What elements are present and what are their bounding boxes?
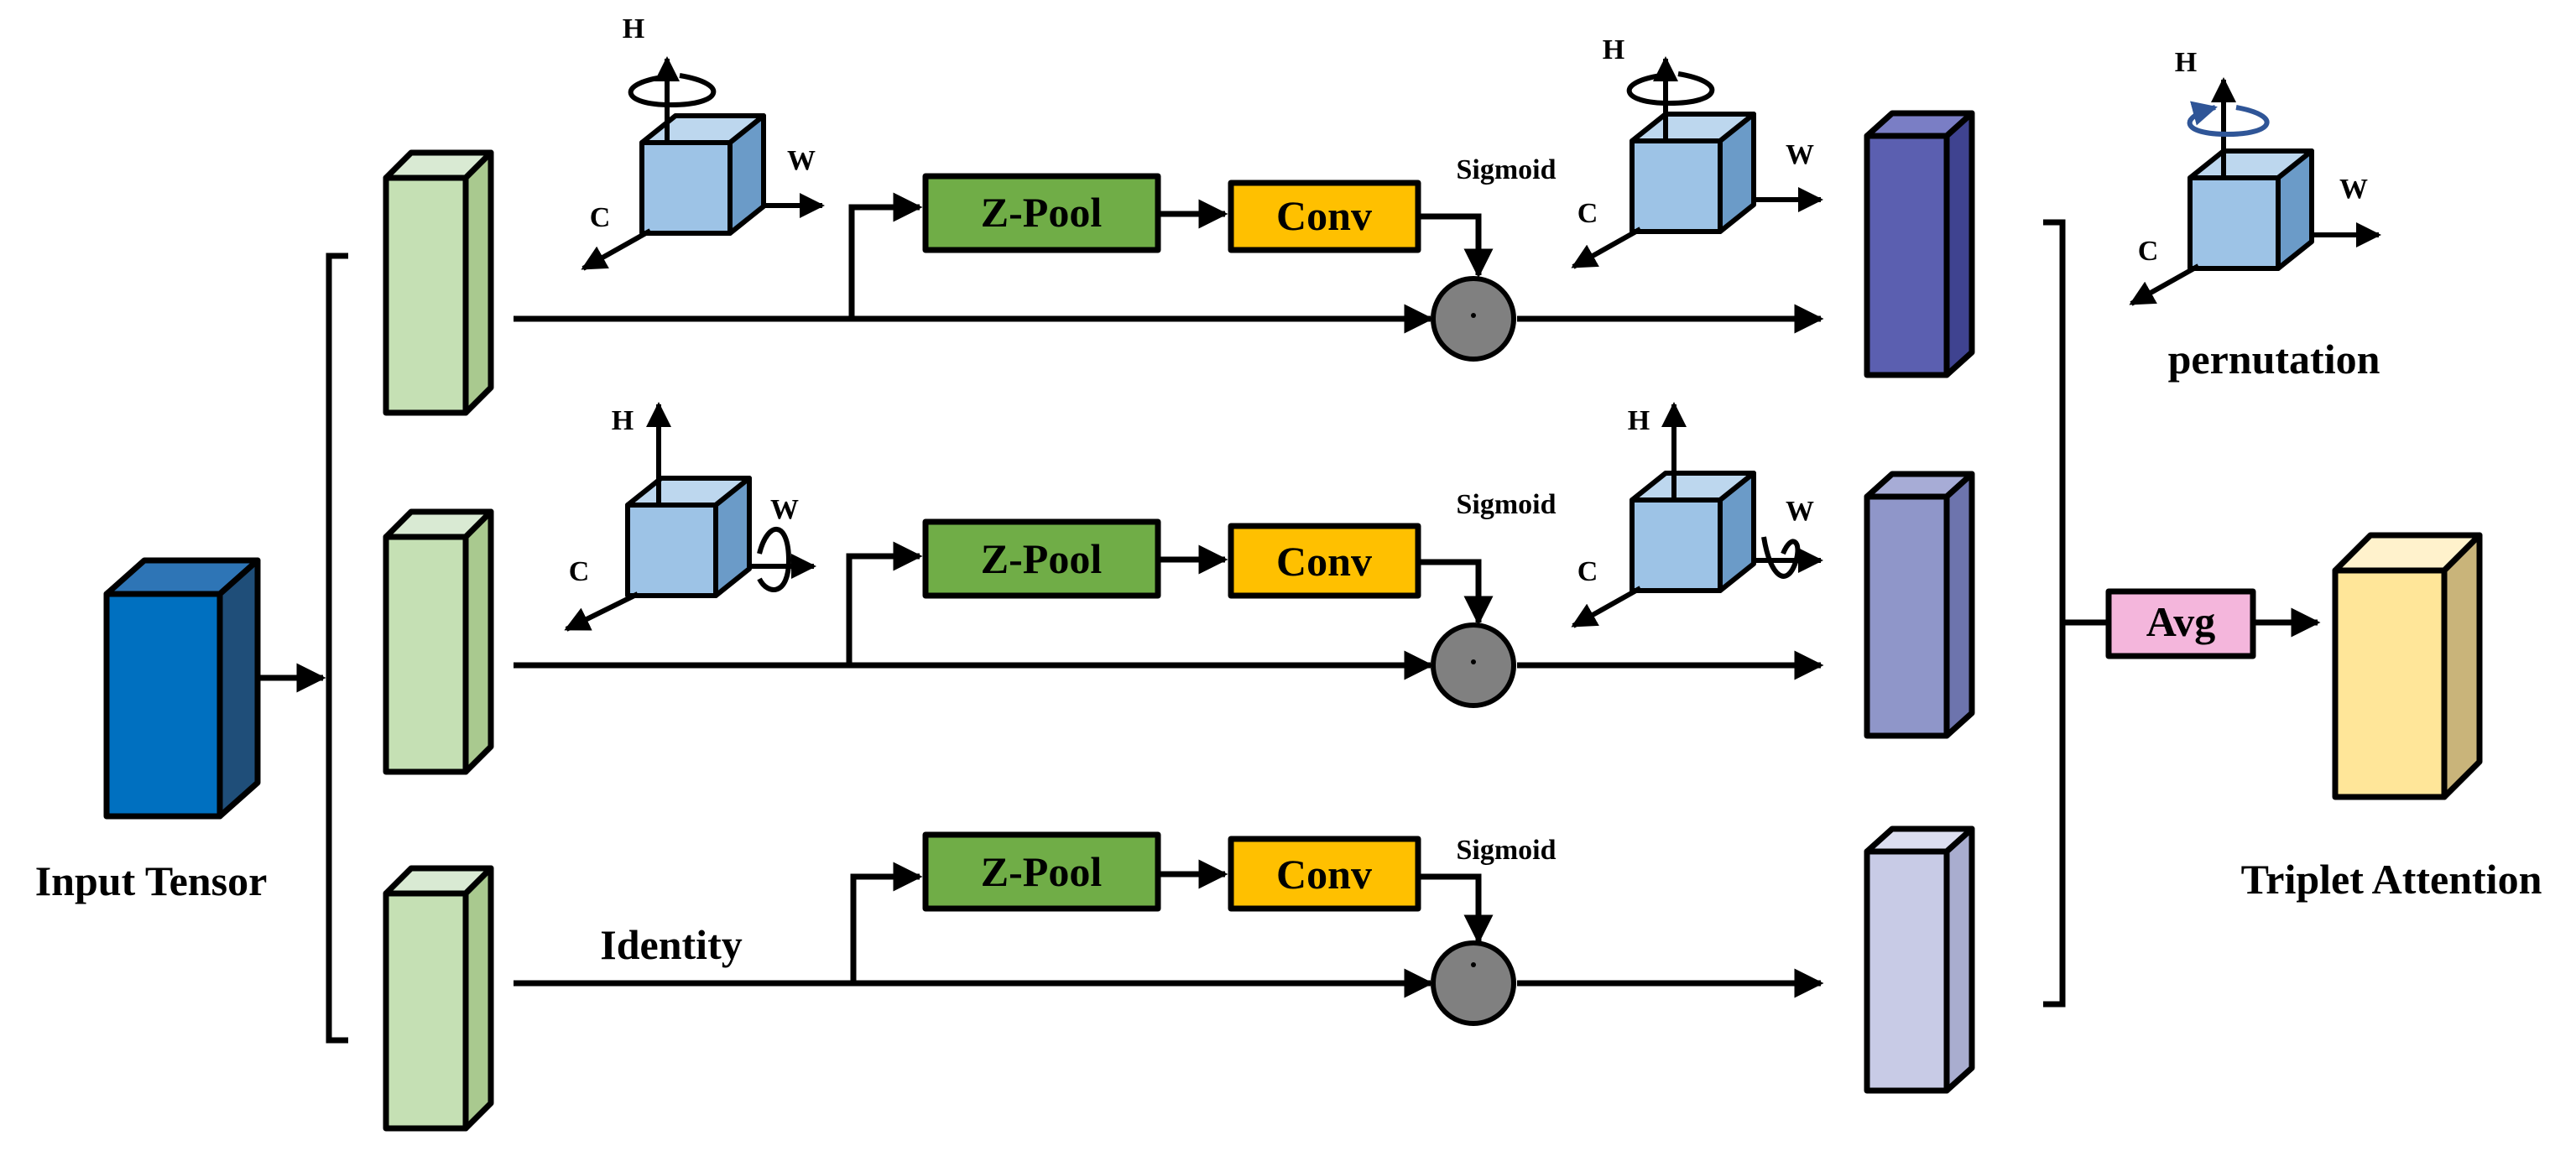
conv-box-3	[1228, 836, 1421, 912]
axis-c-1b: C	[1577, 198, 1598, 229]
axis-c-perm: C	[2138, 236, 2159, 267]
axis-h-perm: H	[2175, 47, 2197, 78]
axis-c-2b: C	[1577, 556, 1598, 587]
axis-w-2a: W	[770, 494, 799, 525]
axis-cube-1a	[581, 56, 825, 271]
conv-label-2: Conv	[1276, 538, 1372, 585]
multiply-node-1	[1431, 276, 1516, 362]
axis-w-1a: W	[787, 145, 816, 176]
zpool-label-3: Z-Pool	[981, 848, 1103, 895]
axis-h-2a: H	[612, 405, 634, 436]
permutation-label: pernutation	[2168, 336, 2380, 383]
avg-label: Avg	[2146, 598, 2215, 645]
permutation-cube	[2129, 77, 2381, 306]
axis-h-2b: H	[1628, 405, 1650, 436]
output-tensor-label: Triplet Attention	[2241, 856, 2542, 903]
conv-label-3: Conv	[1276, 851, 1372, 898]
multiply-node-3	[1431, 940, 1516, 1026]
out-branch-tensor-2	[1864, 471, 1975, 739]
conv-box-1	[1228, 180, 1421, 253]
axis-w-perm: W	[2339, 174, 2368, 205]
axis-c-2a: C	[569, 556, 590, 587]
out-branch-tensor-3	[1864, 825, 1975, 1094]
branch-tensor-1	[383, 149, 494, 416]
input-tensor	[103, 557, 261, 820]
axis-h-1a: H	[623, 13, 644, 44]
zpool-label-2: Z-Pool	[981, 535, 1103, 582]
conv-label-1: Conv	[1276, 192, 1372, 239]
axis-cube-2b	[1571, 402, 1823, 628]
axis-w-1b: W	[1786, 139, 1814, 170]
axis-h-1b: H	[1603, 34, 1624, 65]
sigmoid-label-3: Sigmoid	[1456, 835, 1556, 866]
output-tensor	[2332, 532, 2483, 800]
branch-tensor-2	[383, 508, 494, 775]
sigmoid-label-1: Sigmoid	[1456, 154, 1556, 185]
identity-label: Identity	[600, 921, 742, 968]
zpool-label-1: Z-Pool	[981, 189, 1103, 236]
axis-cube-1b	[1571, 56, 1823, 269]
connectors	[258, 192, 2321, 1044]
avg-box	[2105, 588, 2256, 659]
axis-w-2b: W	[1786, 496, 1814, 527]
axis-cube-2a	[564, 402, 816, 632]
input-tensor-label: Input Tensor	[35, 857, 268, 904]
sigmoid-label-2: Sigmoid	[1456, 489, 1556, 520]
multiply-node-2	[1431, 622, 1516, 708]
axis-c-1a: C	[590, 202, 611, 233]
branch-tensor-3	[383, 865, 494, 1132]
out-branch-tensor-1	[1864, 110, 1975, 378]
